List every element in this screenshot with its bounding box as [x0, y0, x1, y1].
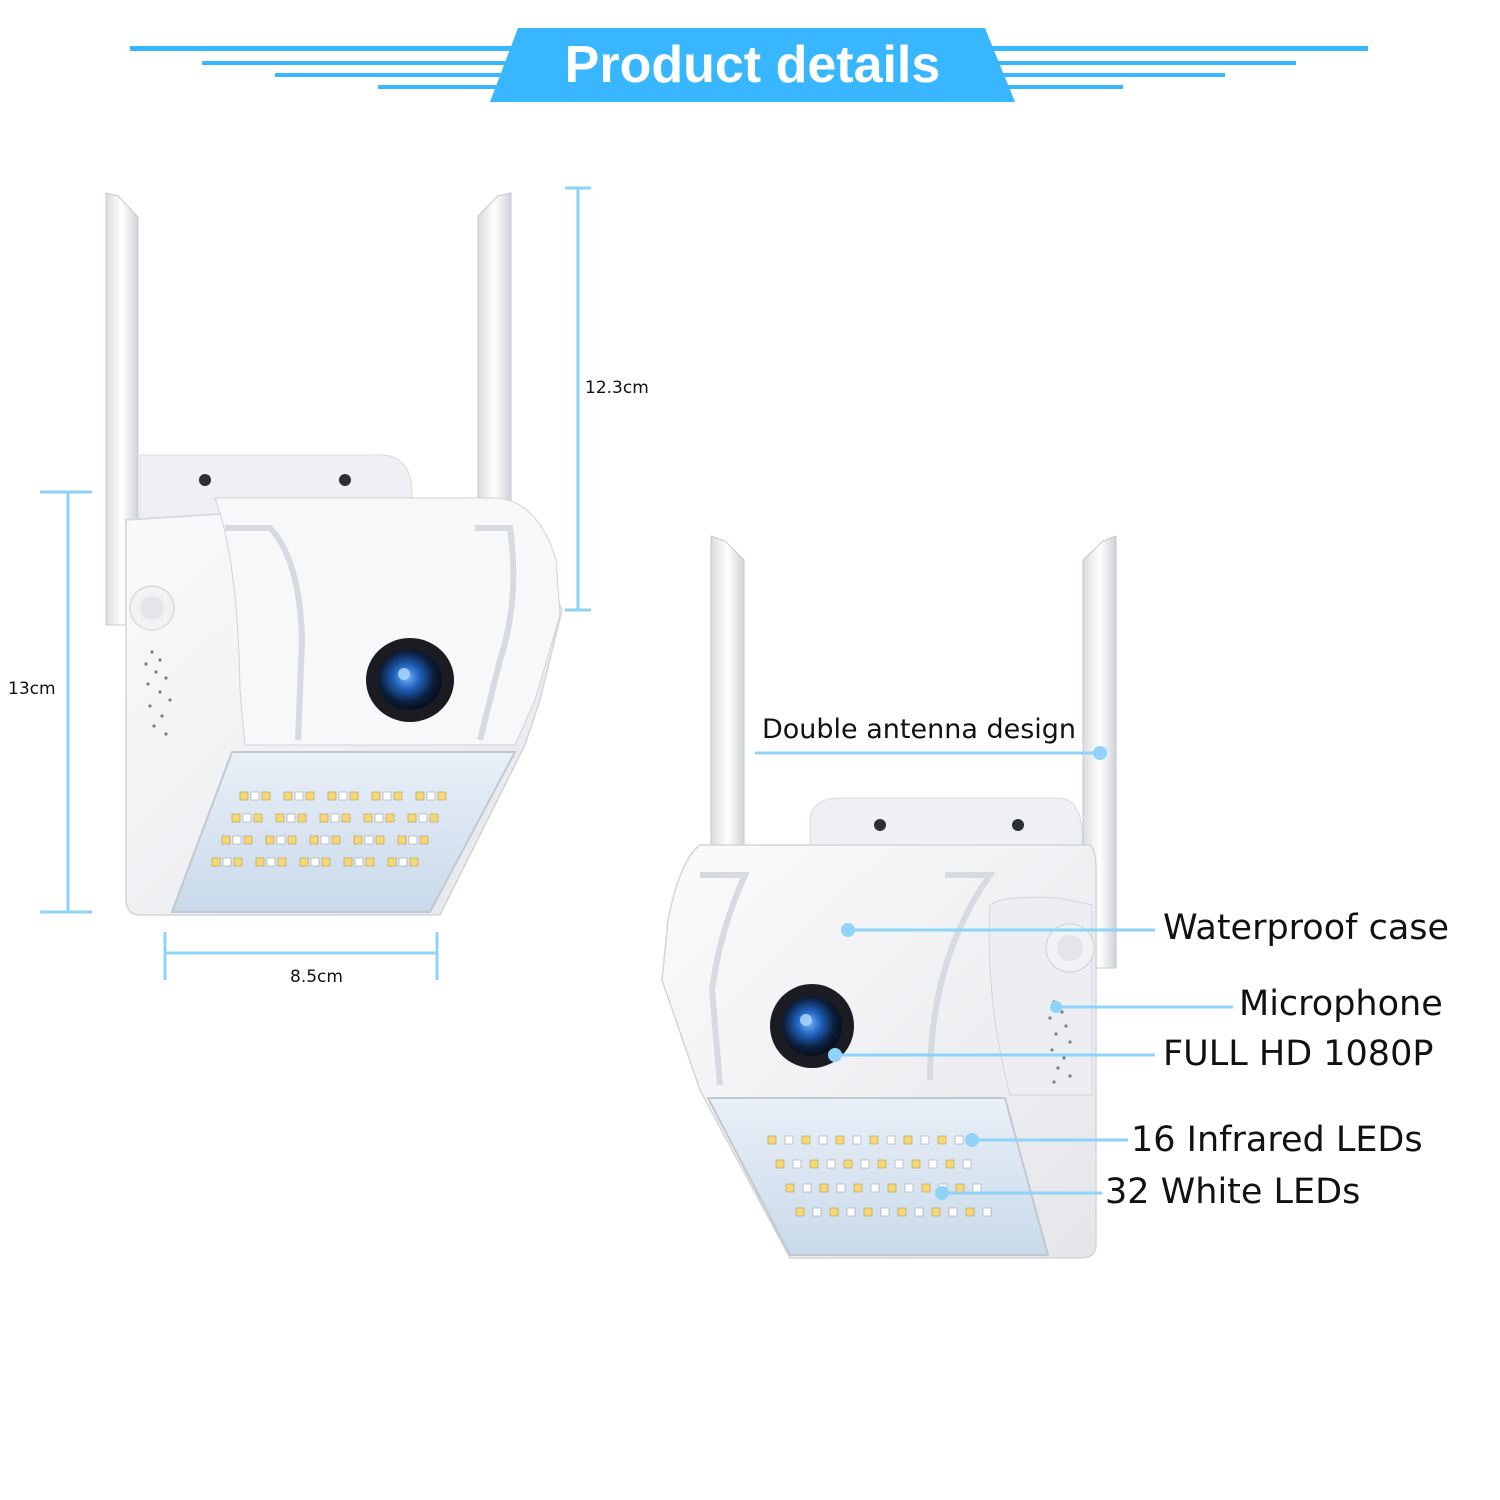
- feature-label-resolution: FULL HD 1080P: [1163, 1034, 1434, 1074]
- callout-dots: [828, 746, 1107, 1200]
- dim-label-body-width: 8.5cm: [290, 967, 343, 987]
- feature-label-antenna: Double antenna design: [762, 714, 1077, 745]
- callout-lines: [755, 751, 1233, 1195]
- banner-shape: [490, 28, 1015, 102]
- dim-label-body-height: 13cm: [8, 679, 56, 699]
- antenna-right: [477, 192, 512, 521]
- feature-label-white: 32 White LEDs: [1105, 1172, 1361, 1212]
- dim-label-antenna-height: 12.3cm: [585, 378, 649, 398]
- camera-front-view: [105, 192, 563, 916]
- dimension-lines: [40, 186, 591, 980]
- camera-side-view: [661, 535, 1117, 1259]
- feature-label-case: Waterproof case: [1163, 908, 1450, 948]
- antenna-left: [105, 192, 139, 626]
- led-grid-front: [211, 791, 447, 867]
- led-grid-side: [767, 1135, 992, 1217]
- antenna-back: [710, 535, 745, 861]
- page-title: Product details: [564, 36, 941, 94]
- feature-label-microphone: Microphone: [1239, 984, 1443, 1024]
- feature-label-infrared: 16 Infrared LEDs: [1131, 1120, 1423, 1160]
- header-banner: [130, 28, 1368, 102]
